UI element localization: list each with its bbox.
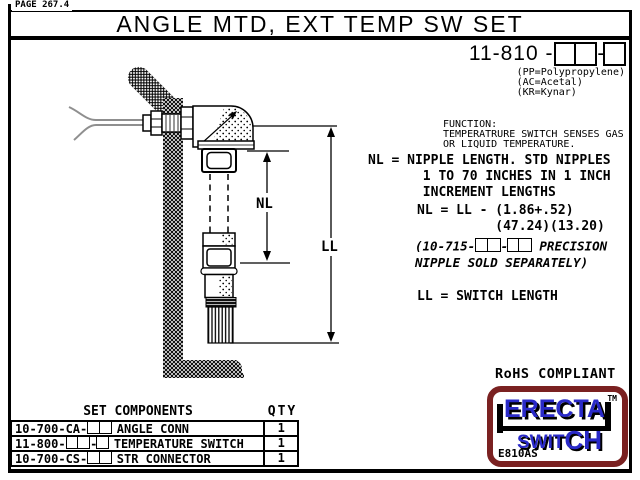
component-name: STR CONNECTOR (116, 451, 211, 466)
top-left-corner-mark (8, 4, 11, 12)
page-title: ANGLE MTD, EXT TEMP SW SET (116, 11, 524, 37)
left-border (8, 10, 11, 472)
part-number: 11-810 -- (469, 42, 626, 66)
temperature-switch (200, 232, 238, 344)
part-number-blank-box (98, 421, 112, 435)
component-part-number: 10-700-CS-STR CONNECTOR (15, 451, 211, 466)
logo-girder-horizontal (498, 426, 611, 431)
function-note: FUNCTION: TEMPERATRURE SWITCH SENSES GAS… (443, 119, 624, 150)
nipple-length-note: NL = NIPPLE LENGTH. STD NIPPLES 1 TO 70 … (368, 153, 611, 200)
switch-length-dim-label: LL (321, 239, 338, 255)
rohs-compliant-label: RoHS COMPLIANT (495, 366, 616, 382)
page-number-label: PAGE 267.4 (12, 0, 73, 11)
nl-formula: NL = LL - (1.86+.52) (47.24)(13.20) (417, 203, 605, 234)
component-part-number: 10-700-CA-ANGLE CONN (15, 421, 190, 436)
top-border (8, 10, 632, 12)
trademark-symbol: TM (607, 394, 617, 403)
switch-length-note: LL = SWITCH LENGTH (417, 289, 558, 304)
logo-word-swit: SWIT (517, 432, 565, 453)
part-number-blank-box (602, 42, 626, 66)
part-number-blank-box (95, 436, 109, 450)
table-row: 10-700-CS-STR CONNECTOR 1 (12, 450, 297, 466)
part-number-blank-box (98, 451, 112, 465)
component-qty: 1 (263, 452, 297, 465)
title-box-bottom-border (8, 36, 632, 40)
logo-model-code: E810AS (498, 447, 538, 460)
component-name: ANGLE CONN (116, 421, 190, 436)
part-number-blank-box (518, 238, 532, 252)
table-row: 11-800--TEMPERATURE SWITCH 1 (12, 435, 297, 451)
logo-girder-left (497, 404, 503, 433)
logo-word-erecta: ERECTA (504, 395, 605, 423)
tank-wall (127, 66, 244, 378)
dimension-arrowheads (263, 127, 335, 342)
right-border (629, 10, 632, 472)
component-part-number: 11-800--TEMPERATURE SWITCH (15, 436, 244, 451)
nipple-length-dim-label: NL (256, 196, 273, 212)
table-header-qty: QTY (267, 404, 298, 419)
table-header-components: SET COMPONENTS (83, 404, 193, 419)
table-header-row: SET COMPONENTS QTY (10, 404, 299, 420)
angle-connector (192, 105, 255, 173)
logo-girder-right (605, 402, 611, 431)
part-number-blank-box (574, 42, 598, 66)
material-codes-note: (PP=Polypropylene) (AC=Acetal) (KR=Kynar… (516, 67, 625, 98)
table-row: 10-700-CA-ANGLE CONN 1 (12, 421, 297, 436)
table-body: 10-700-CA-ANGLE CONN 1 11-800--TEMPERATU… (10, 420, 299, 467)
component-qty: 1 (263, 437, 297, 450)
bottom-border (8, 469, 632, 473)
dimension-lines (230, 125, 339, 344)
set-components-table: SET COMPONENTS QTY 10-700-CA-ANGLE CONN … (10, 404, 299, 467)
logo-word-ch: CH (564, 425, 603, 455)
component-qty: 1 (263, 422, 297, 435)
lead-wires (68, 106, 146, 141)
precision-nipple-dashed (209, 174, 229, 233)
part-number-blank-box (77, 436, 91, 450)
part-number-blank-box (487, 238, 501, 252)
component-name: TEMPERATURE SWITCH (113, 436, 244, 451)
